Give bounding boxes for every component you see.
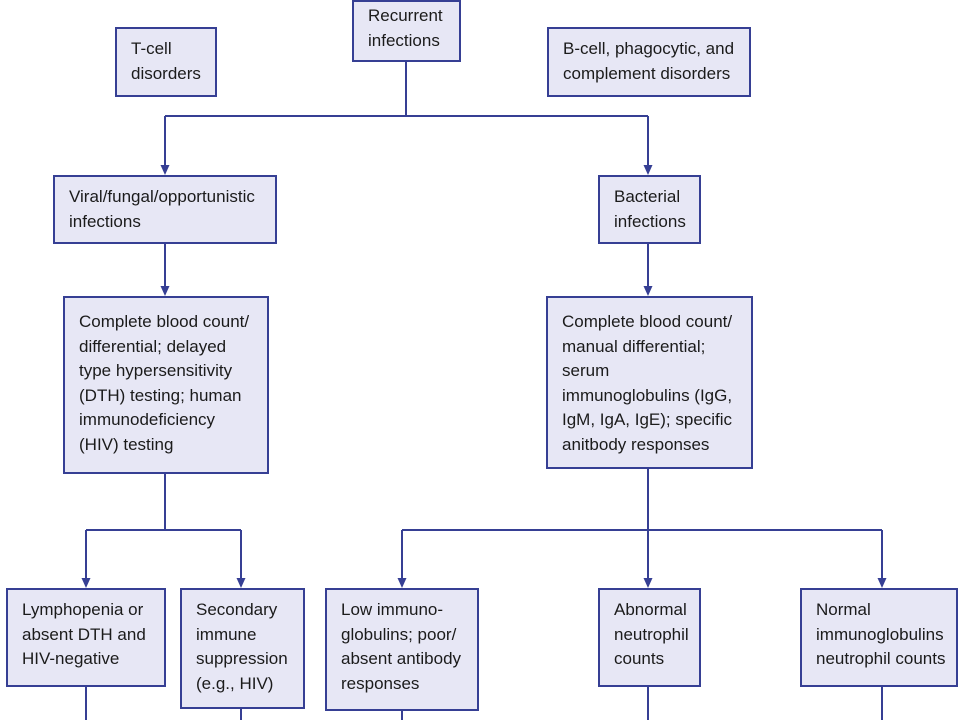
node-label: Complete blood count/ differential; dela… xyxy=(79,312,250,454)
node-label: Secondary immune suppression (e.g., HIV) xyxy=(196,600,288,693)
arrowhead xyxy=(236,578,246,588)
arrowhead xyxy=(643,578,653,588)
node-label: B-cell, phagocytic, and complement disor… xyxy=(563,39,735,83)
node-label: Low immuno- globulins; poor/ absent anti… xyxy=(341,600,462,693)
node-lymphopenia: Lymphopenia or absent DTH and HIV-negati… xyxy=(6,588,166,687)
arrowhead xyxy=(397,578,407,588)
node-label: Normal immunoglobulins neutrophil counts xyxy=(816,600,946,668)
arrowhead xyxy=(160,286,170,296)
node-label: T-cell disorders xyxy=(131,39,201,83)
node-viral-fungal-infections: Viral/fungal/opportunistic infections xyxy=(53,175,277,244)
arrowhead xyxy=(643,286,653,296)
node-label: Recurrent infections xyxy=(368,6,443,50)
node-recurrent-infections: Recurrent infections xyxy=(352,0,461,62)
node-normal-counts: Normal immunoglobulins neutrophil counts xyxy=(800,588,958,687)
arrowhead xyxy=(81,578,91,588)
node-secondary-immune-suppression: Secondary immune suppression (e.g., HIV) xyxy=(180,588,305,709)
arrowhead xyxy=(160,165,170,175)
node-right-tests: Complete blood count/ manual differentia… xyxy=(546,296,753,469)
node-label: Viral/fungal/opportunistic infections xyxy=(69,187,255,231)
node-label: Bacterial infections xyxy=(614,187,686,231)
arrowhead xyxy=(643,165,653,175)
node-left-tests: Complete blood count/ differential; dela… xyxy=(63,296,269,474)
node-abnormal-neutrophil-counts: Abnormal neutrophil counts xyxy=(598,588,701,687)
node-label: Complete blood count/ manual differentia… xyxy=(562,312,733,454)
node-b-cell-disorders: B-cell, phagocytic, and complement disor… xyxy=(547,27,751,97)
node-t-cell-disorders: T-cell disorders xyxy=(115,27,217,97)
node-label: Lymphopenia or absent DTH and HIV-negati… xyxy=(22,600,146,668)
node-bacterial-infections: Bacterial infections xyxy=(598,175,701,244)
arrowhead xyxy=(877,578,887,588)
node-low-immunoglobulins: Low immuno- globulins; poor/ absent anti… xyxy=(325,588,479,711)
node-label: Abnormal neutrophil counts xyxy=(614,600,689,668)
